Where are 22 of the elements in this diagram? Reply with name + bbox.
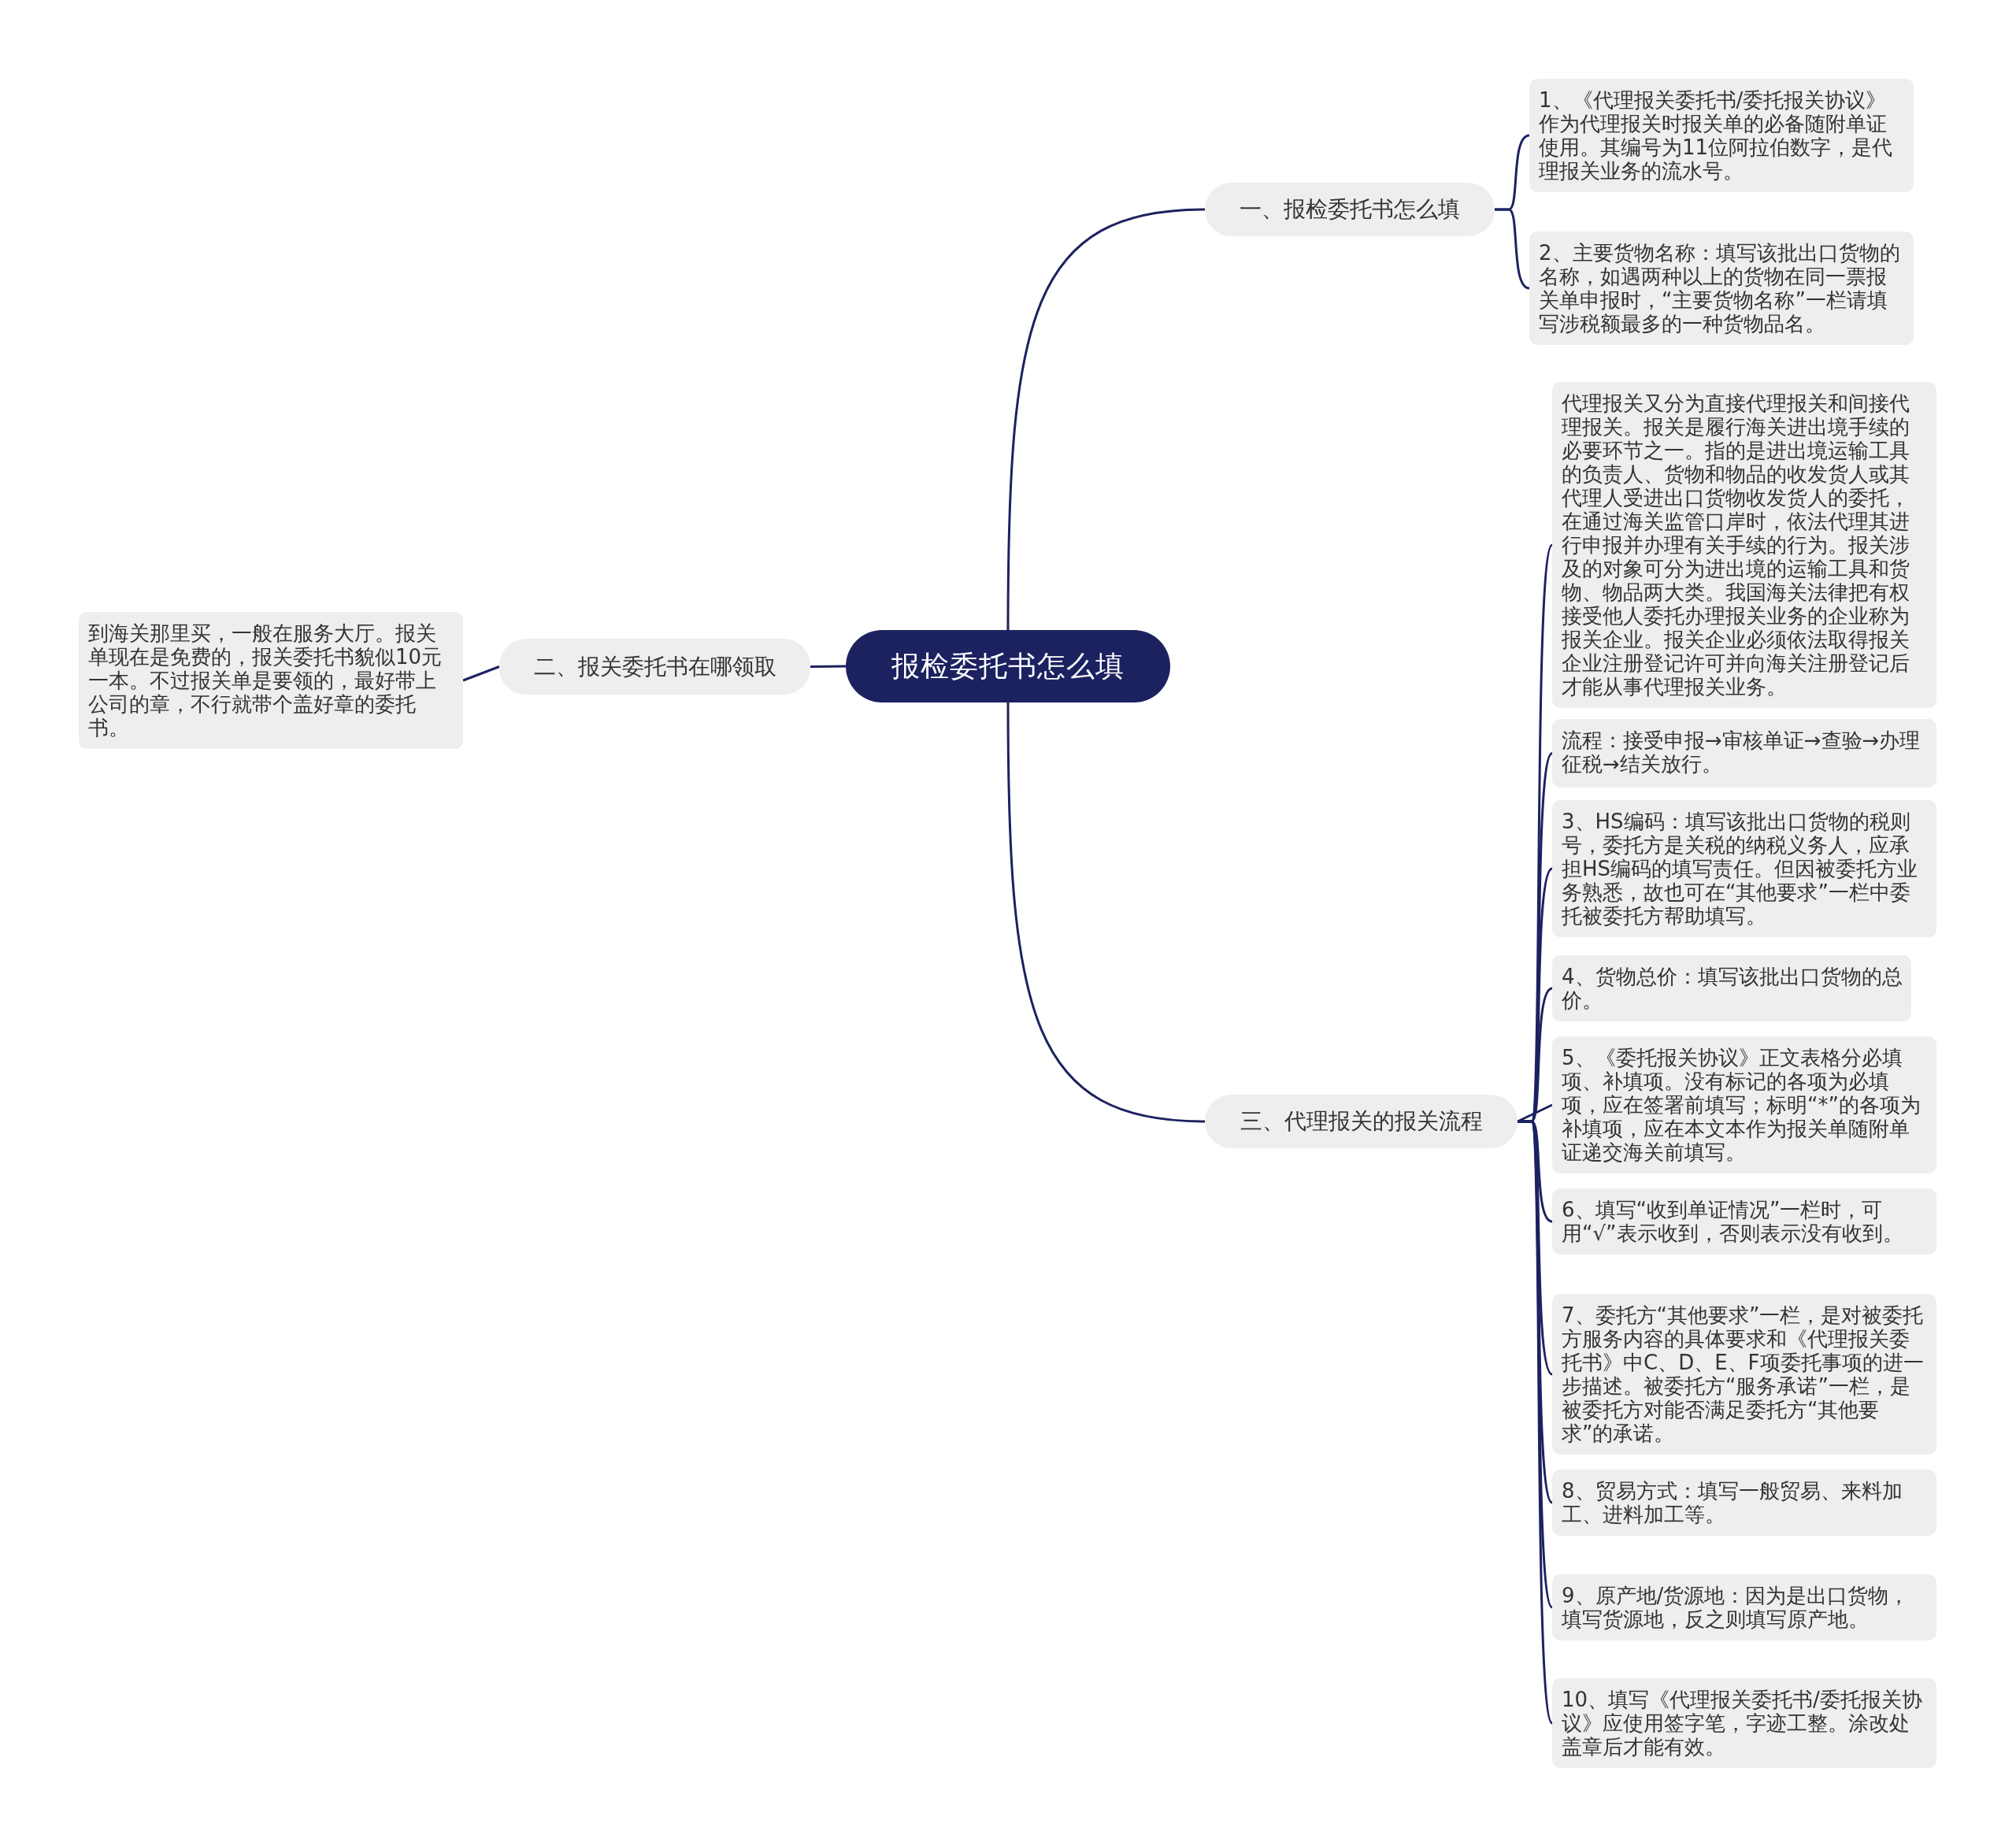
connector [1006,208,1206,630]
topic-box: 一、报检委托书怎么填 [1205,183,1495,236]
note-box: 5、《委托报关协议》正文表格分必填项、补填项。没有标记的各项为必填项，应在签署前填写；标明“*”的各项为补填项，应在本文本作为报关单随附单证递交海关前填写。 [1552,1036,1936,1173]
central-topic: 报检委托书怎么填 [846,630,1170,702]
note-box: 2、主要货物名称：填写该批出口货物的名称，如遇两种以上的货物在同一票报关单申报时，“主要货物名称”一栏请填写涉税额最多的一种货物品名。 [1529,232,1914,345]
note-box: 3、HS编码：填写该批出口货物的税则号，委托方是关税的纳税义务人，应承担HS编码的填写责任。但因被委托方业务熟悉，故也可在“其他要求”一栏中委托被委托方帮助填写。 [1552,800,1936,937]
note-box: 7、委托方“其他要求”一栏，是对被委托方服务内容的具体要求和《代理报关委托书》中C、D、E、F项委托事项的进一步描述。被委托方“服务承诺”一栏，是被委托方对能否满足委托方“其他要求”的承诺。 [1552,1294,1936,1455]
note-box: 4、货物总价：填写该批出口货物的总价。 [1552,955,1911,1021]
note-box: 8、贸易方式：填写一般贸易、来料加工、进料加工等。 [1552,1470,1936,1536]
topic-box: 二、报关委托书在哪领取 [499,639,810,695]
topic-box: 三、代理报关的报关流程 [1205,1095,1518,1148]
connector [462,665,500,682]
note-box: 代理报关又分为直接代理报关和间接代理报关。报关是履行海关进出境手续的必要环节之一。指的是进出境运输工具的负责人、货物和物品的收发货人或其代理人受进出口货物收发货人的委托，在通过海关监管口岸时，依法代理其进行申报并办理有关手续的行为。报关涉及的对象可分为进出境的运输工具和货物、物品两大类。我国海关法律把有权接受他人委托办理报关业务的企业称为报关企业。报关企业必须依法取得报关企业注册登记许可并向海关注册登记后才能从事代理报关业务。 [1552,382,1936,708]
note-box: 流程：接受申报→审核单证→查验→办理征税→结关放行。 [1552,719,1936,788]
connector [810,665,846,668]
note-box: 1、《代理报关委托书/委托报关协议》作为代理报关时报关单的必备随附单证使用。其编号为11位阿拉伯数字，是代理报关业务的流水号。 [1529,79,1914,192]
note-box: 10、填写《代理报关委托书/委托报关协议》应使用签字笔，字迹工整。涂改处盖章后才能有效。 [1552,1678,1936,1768]
connector [1006,702,1206,1123]
connector [1495,208,1530,290]
note-box: 6、填写“收到单证情况”一栏时，可用“√”表示收到，否则表示没有收到。 [1552,1188,1936,1255]
note-box: 到海关那里买，一般在服务大厅。报关单现在是免费的，报关委托书貌似10元一本。不过报关单是要领的，最好带上公司的章，不行就带个盖好章的委托书。 [79,612,463,749]
note-box: 9、原产地/货源地：因为是出口货物，填写货源地，反之则填写原产地。 [1552,1574,1936,1640]
